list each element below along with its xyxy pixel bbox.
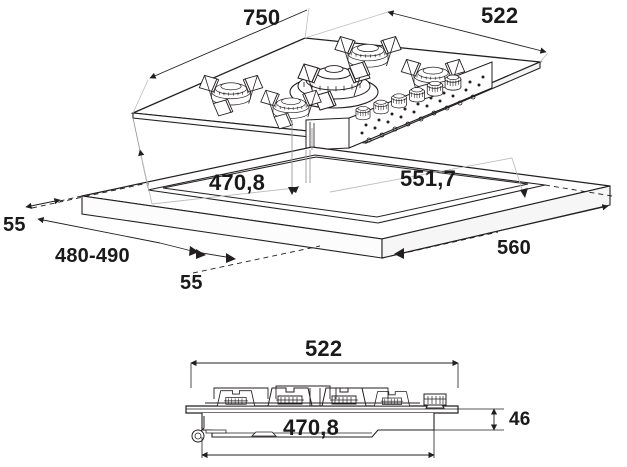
dimension-label-elev-46: 46 — [509, 409, 531, 430]
dimension-line-width-750 — [132, 7, 310, 114]
hob-control-knob-2[interactable] — [373, 99, 389, 115]
hob-control-knob-5[interactable] — [426, 80, 444, 97]
elev-control-knob[interactable] — [423, 393, 447, 409]
hob-control-knob-1[interactable] — [355, 106, 371, 121]
dimension-label-worktop-480-490: 480-490 — [55, 245, 130, 267]
dimension-label-depth-522: 522 — [481, 3, 519, 28]
dimension-line-elev-470-8 — [201, 430, 435, 459]
hob-control-knob-6[interactable] — [444, 74, 462, 91]
dimension-label-front-clearance-55: 55 — [180, 272, 203, 294]
hob-burner-rear-right — [347, 43, 389, 68]
dimension-line-rear-clearance-55 — [25, 198, 61, 209]
hob-control-knob-3[interactable] — [391, 93, 407, 109]
dimension-label-cutout-470-8: 470,8 — [209, 170, 266, 195]
hob-burner-front-left — [272, 97, 310, 119]
dimension-line-depth-522 — [304, 10, 549, 63]
dimension-label-rear-clearance-55: 55 — [3, 214, 26, 236]
dimension-arrow-hob-drop — [288, 120, 296, 195]
elev-burner-1 — [216, 390, 256, 407]
dimension-label-elev-470-8: 470,8 — [283, 415, 340, 440]
dimension-label-elev-522: 522 — [305, 336, 343, 361]
hob-burner-rear-left — [211, 82, 251, 106]
elev-burner-4 — [373, 391, 411, 407]
dimension-line-worktop-560 — [394, 204, 609, 259]
dimension-line-elev-46 — [434, 408, 504, 431]
dimension-line-front-clearance-55 — [195, 249, 236, 263]
hob-control-knob-4[interactable] — [409, 87, 425, 103]
dimension-line-elev-522 — [190, 359, 459, 388]
dimension-label-cutout-551-7: 551,7 — [400, 166, 457, 191]
dimension-line-worktop-480-490 — [37, 217, 199, 256]
dimension-line-cutout-551-7 — [329, 157, 528, 198]
dimension-label-width-750: 750 — [243, 5, 281, 30]
worktop-cutout-isometric-view — [25, 117, 613, 274]
dimension-label-worktop-560: 560 — [497, 237, 531, 259]
hob-isometric-view — [130, 7, 549, 151]
gas-inlet-connection — [191, 416, 227, 443]
hob-side-elevation-view — [185, 359, 504, 459]
